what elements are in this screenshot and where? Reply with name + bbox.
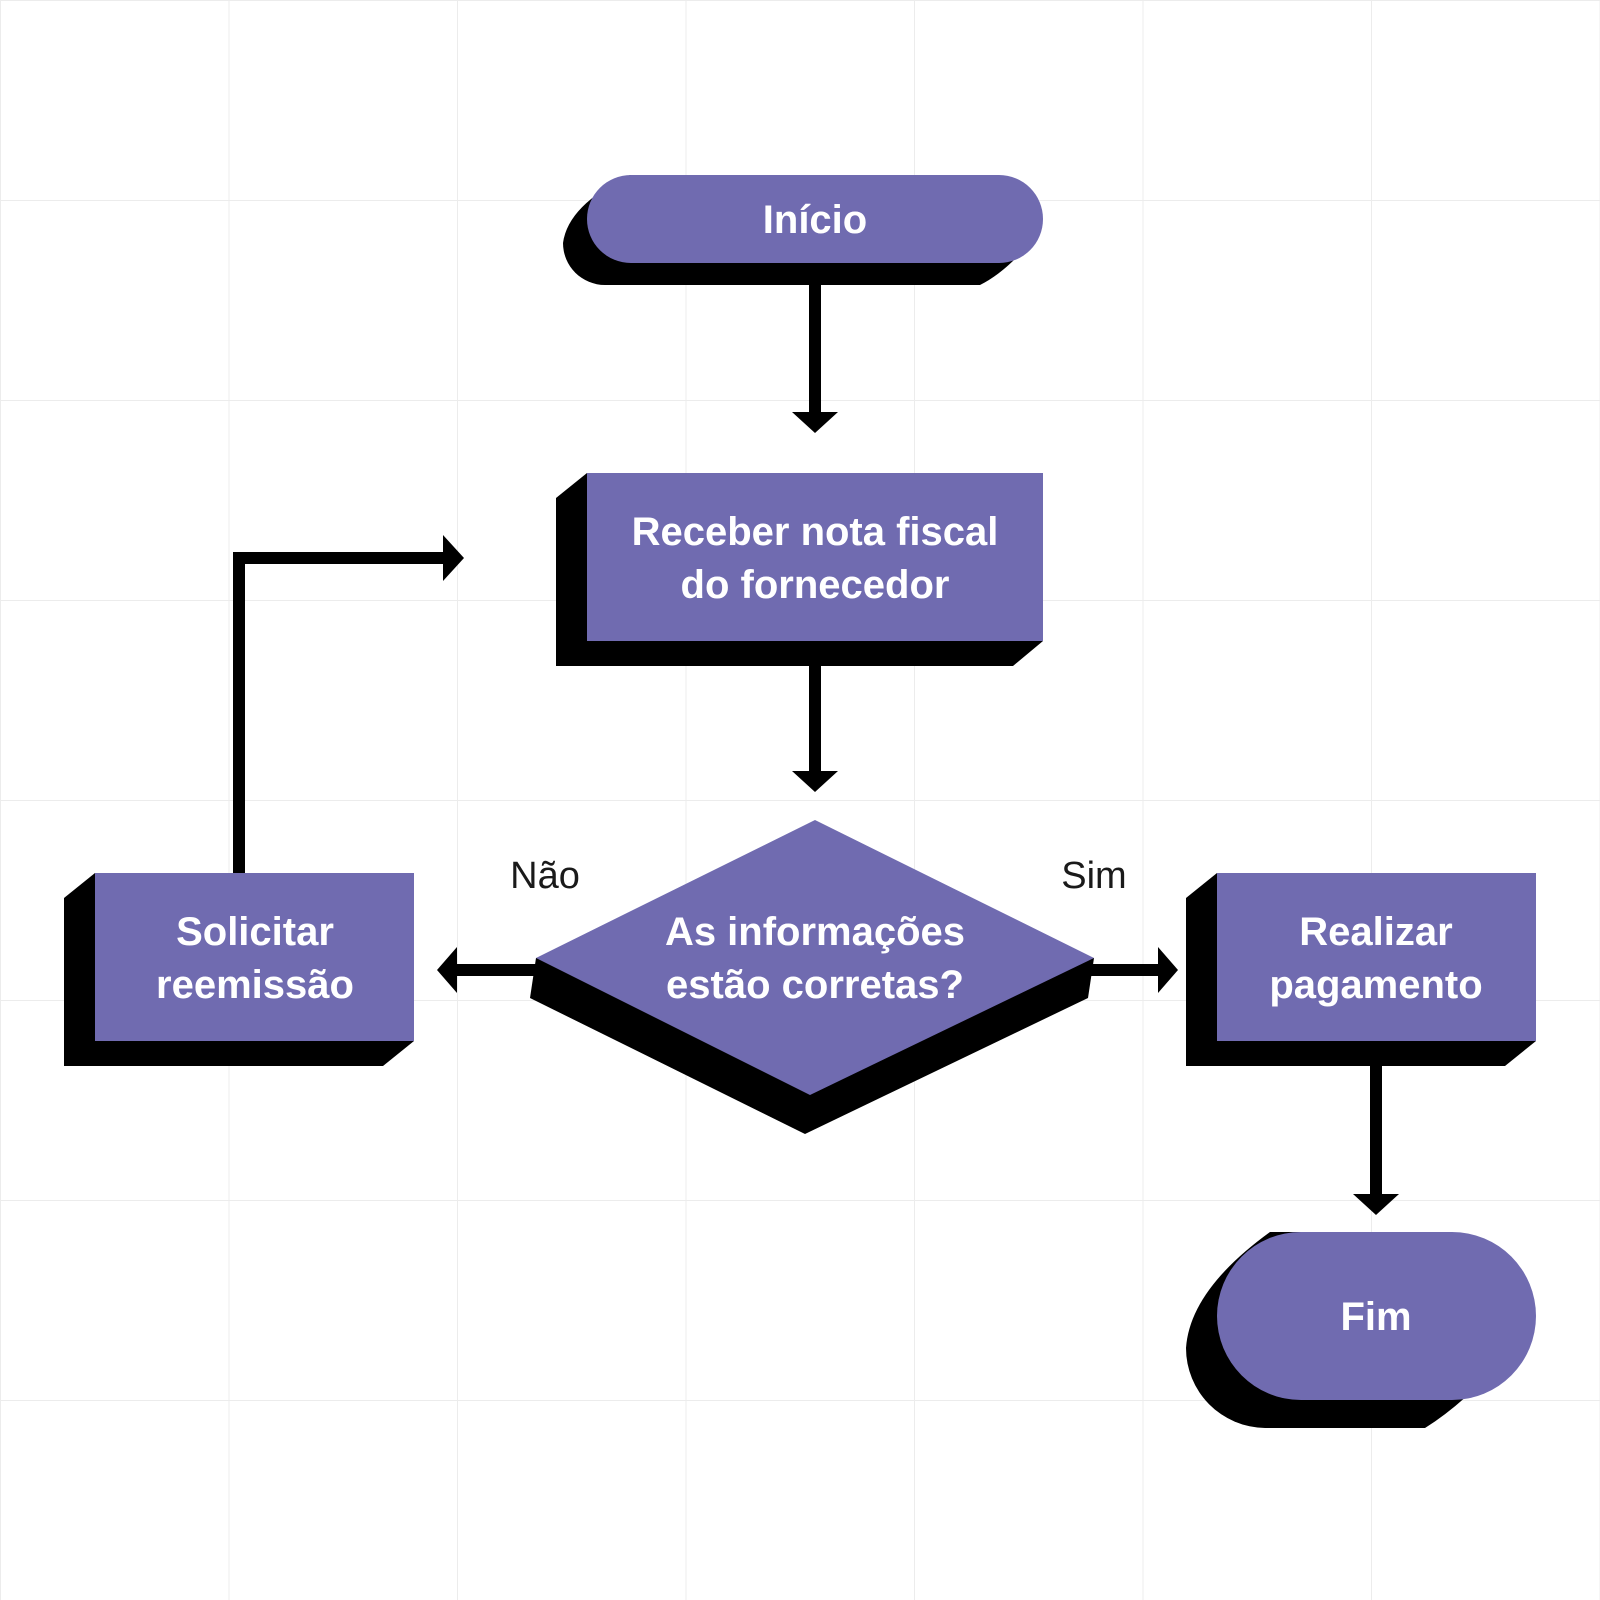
yes-branch-label: Sim [1061, 855, 1126, 897]
receive-invoice-node-body [587, 473, 1043, 641]
receive-invoice-node-label-line-2: do fornecedor [681, 563, 950, 607]
request-reissue-node-body [95, 873, 414, 1041]
receive-invoice-node-label-line-1: Receber nota fiscal [632, 510, 999, 554]
edge-decision-yes [1088, 947, 1178, 993]
decision-node[interactable]: As informações estão corretas? [530, 820, 1094, 1134]
start-node-body [587, 175, 1043, 263]
decision-node-label-line-1: As informações [665, 910, 965, 954]
edge-decision-no [437, 947, 537, 993]
make-payment-node-body [1217, 873, 1536, 1041]
decision-node-label-line-2: estão corretas? [666, 963, 964, 1007]
end-node-body [1217, 1232, 1536, 1400]
edge-payment-to-end [1353, 1066, 1399, 1215]
start-node[interactable]: Início [563, 175, 1043, 285]
edge-receive-to-decision [792, 666, 838, 792]
request-reissue-node-label-line-2: reemissão [156, 963, 354, 1007]
edge-start-to-receive [792, 285, 838, 433]
start-node-label: Início [763, 198, 867, 242]
end-node-label: Fim [1340, 1295, 1411, 1339]
request-reissue-node[interactable]: Solicitar reemissão [64, 873, 414, 1066]
edge-reissue-to-receive [233, 535, 464, 873]
make-payment-node-label-line-1: Realizar [1299, 910, 1452, 954]
end-node[interactable]: Fim [1186, 1232, 1536, 1428]
arrowhead-right-icon [1158, 947, 1178, 993]
request-reissue-node-label-line-1: Solicitar [176, 910, 334, 954]
decision-node-body [536, 820, 1094, 1095]
arrowhead-down-icon [1353, 1194, 1399, 1215]
arrowhead-down-icon [792, 771, 838, 792]
arrowhead-right-icon [443, 535, 464, 581]
receive-invoice-node[interactable]: Receber nota fiscal do fornecedor [556, 473, 1043, 666]
make-payment-node-label-line-2: pagamento [1269, 963, 1482, 1007]
make-payment-node[interactable]: Realizar pagamento [1186, 873, 1536, 1066]
arrowhead-down-icon [792, 412, 838, 433]
arrowhead-left-icon [437, 947, 457, 993]
no-branch-label: Não [510, 855, 580, 897]
